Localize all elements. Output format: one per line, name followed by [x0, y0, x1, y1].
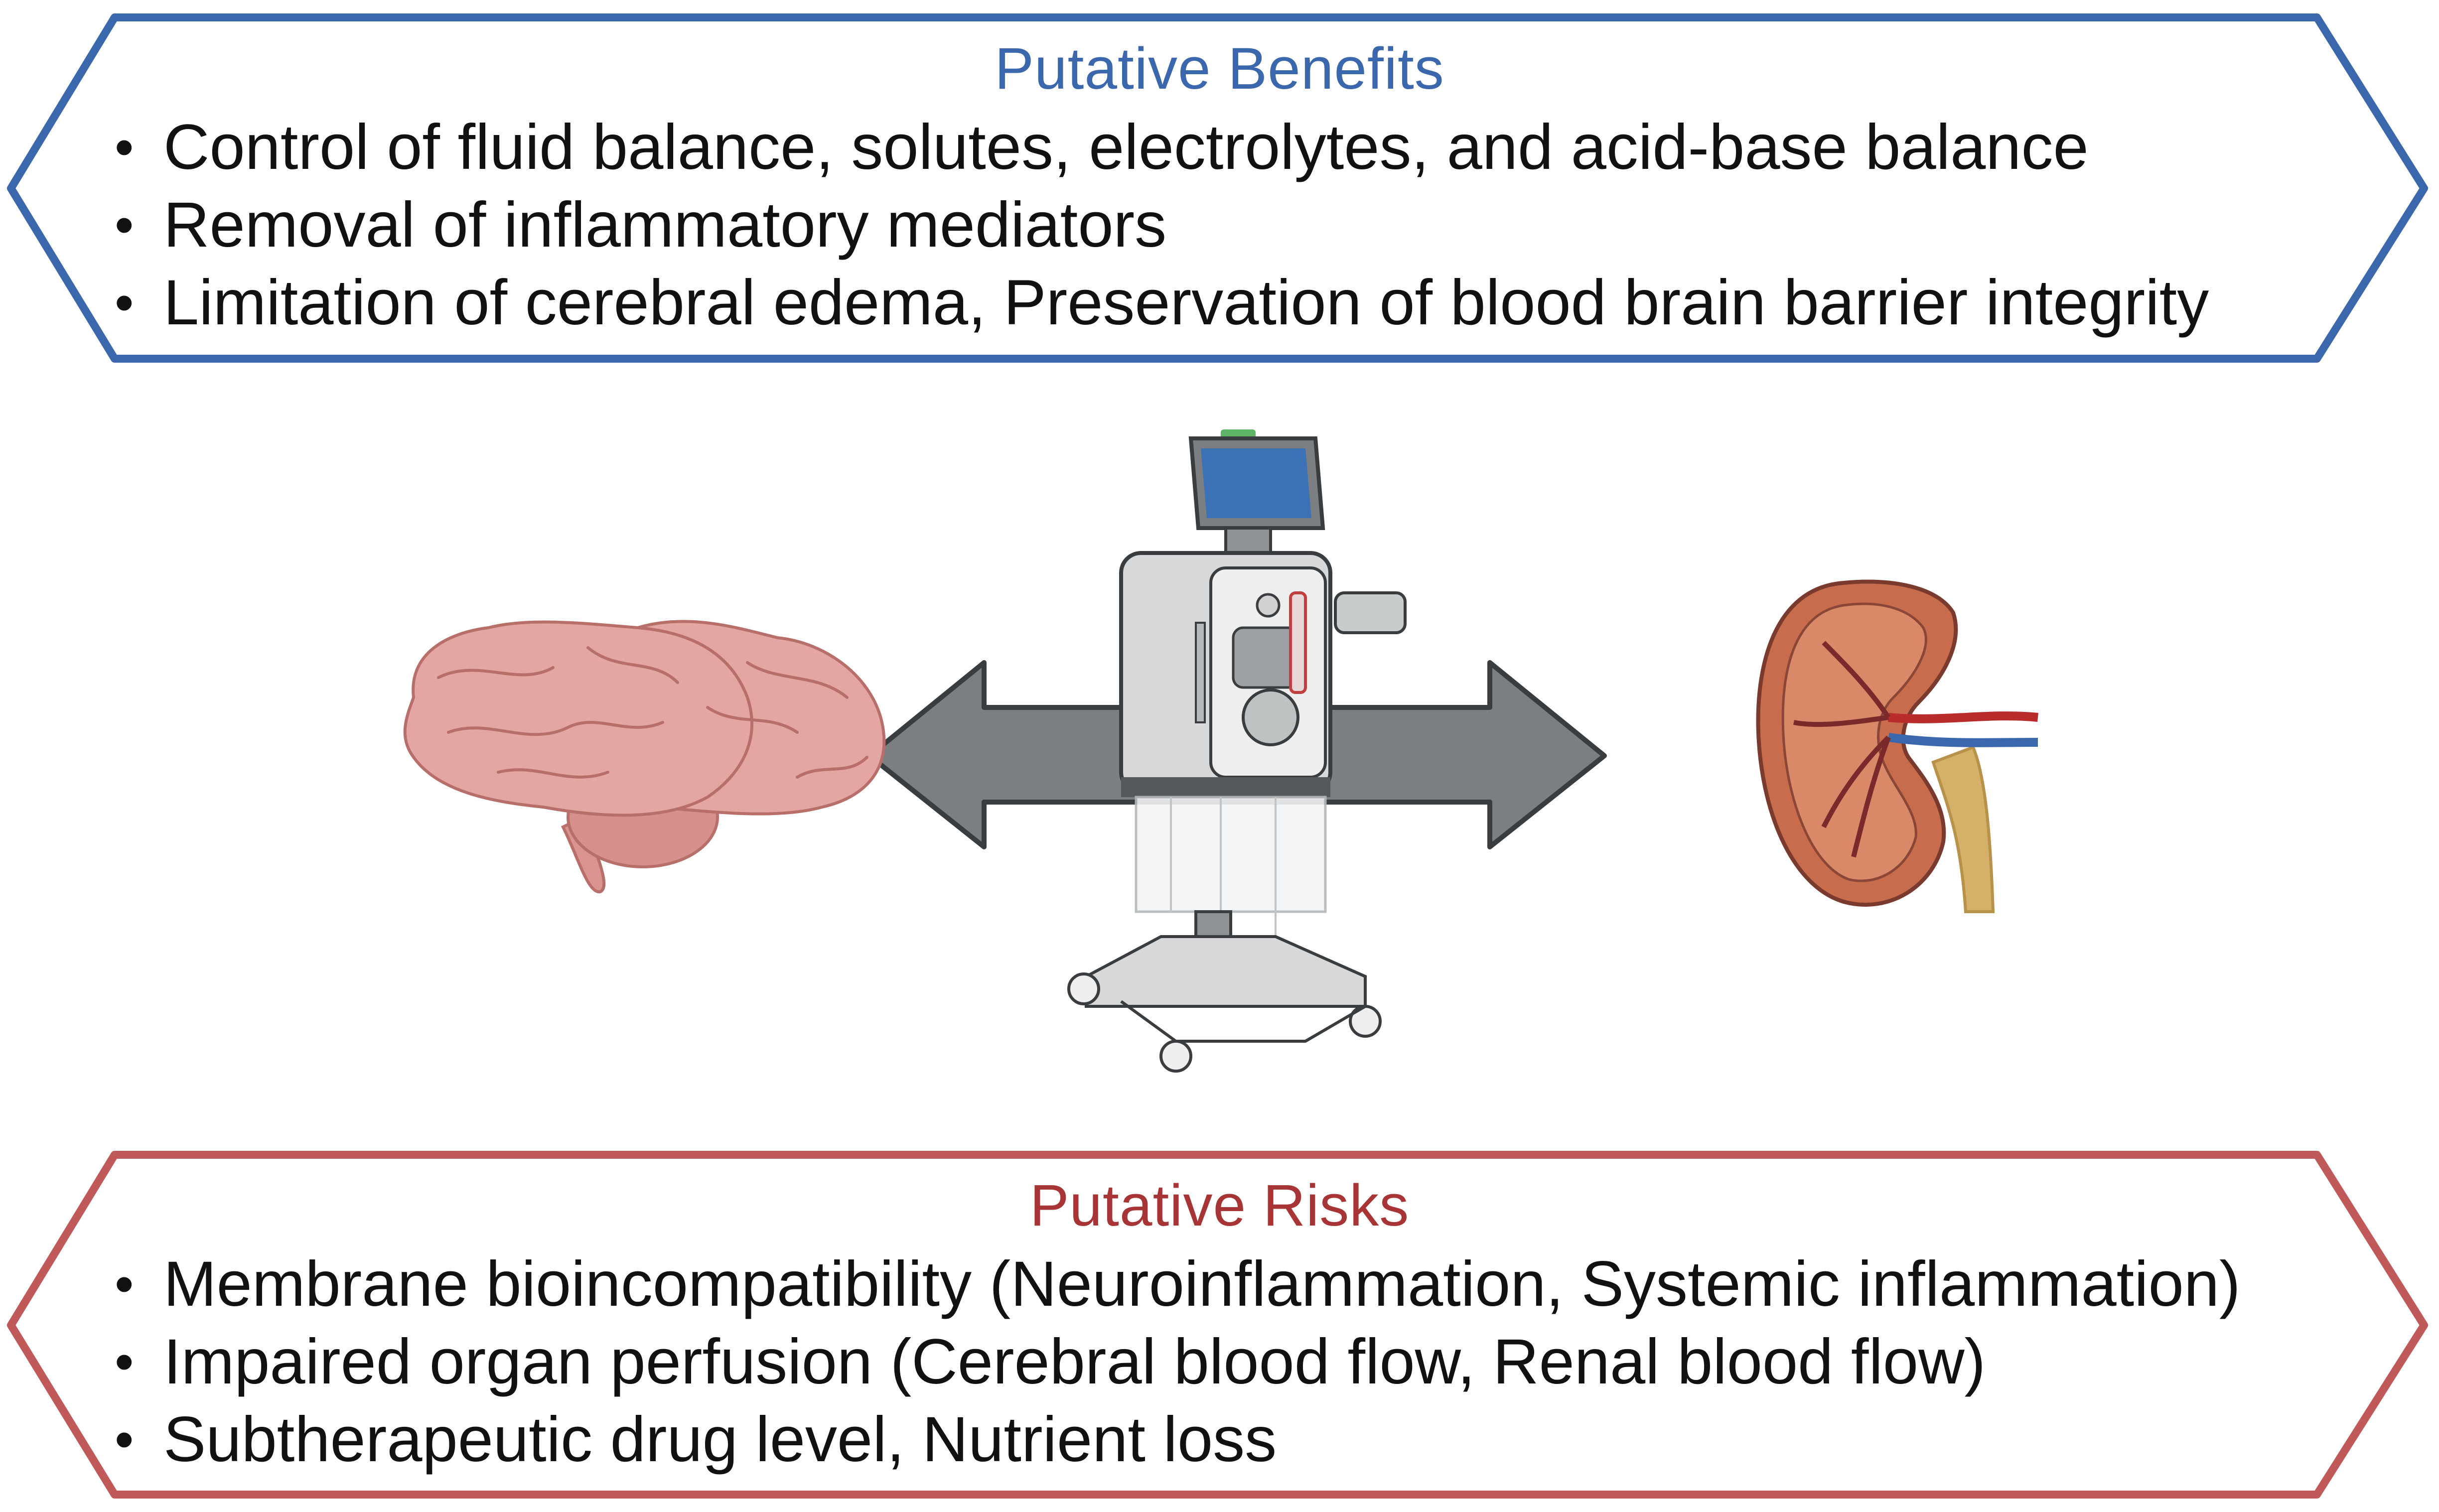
benefits-item: • Control of fluid balance, solutes, ele…	[115, 109, 2209, 186]
kidney-icon	[1756, 579, 2038, 913]
risks-item-text: Impaired organ perfusion (Cerebral blood…	[163, 1326, 1986, 1397]
benefits-item-text: Limitation of cerebral edema, Preservati…	[163, 267, 2209, 338]
bullet-marker: •	[115, 1409, 134, 1470]
bullet-marker: •	[115, 117, 134, 178]
risks-item: • Impaired organ perfusion (Cerebral blo…	[115, 1323, 2241, 1401]
risks-item-text: Subtherapeutic drug level, Nutrient loss	[163, 1404, 1277, 1475]
benefits-title: Putative Benefits	[995, 36, 1444, 102]
bullet-marker: •	[115, 1331, 134, 1392]
risks-item: • Membrane bioincompatibility (Neuroinfl…	[115, 1245, 2241, 1323]
bullet-marker: •	[115, 194, 134, 256]
risks-title: Putative Risks	[1029, 1173, 1410, 1238]
bullet-marker: •	[115, 1253, 134, 1315]
benefits-item: • Removal of inflammatory mediators	[115, 186, 2209, 264]
risks-item-text: Membrane bioincompatibility (Neuroinflam…	[163, 1248, 2241, 1320]
benefits-list: • Control of fluid balance, solutes, ele…	[115, 109, 2209, 342]
dialysis-machine-icon	[1067, 429, 1407, 1073]
benefits-item-text: Removal of inflammatory mediators	[163, 189, 1167, 261]
benefits-hexagon	[7, 13, 2428, 363]
risks-list: • Membrane bioincompatibility (Neuroinfl…	[115, 1245, 2241, 1479]
risks-hexagon	[7, 1151, 2428, 1499]
benefits-item: • Limitation of cerebral edema, Preserva…	[115, 264, 2209, 342]
bullet-marker: •	[115, 272, 134, 333]
risks-item: • Subtherapeutic drug level, Nutrient lo…	[115, 1401, 2241, 1479]
brain-icon	[403, 620, 886, 894]
benefits-item-text: Control of fluid balance, solutes, elect…	[163, 112, 2089, 183]
